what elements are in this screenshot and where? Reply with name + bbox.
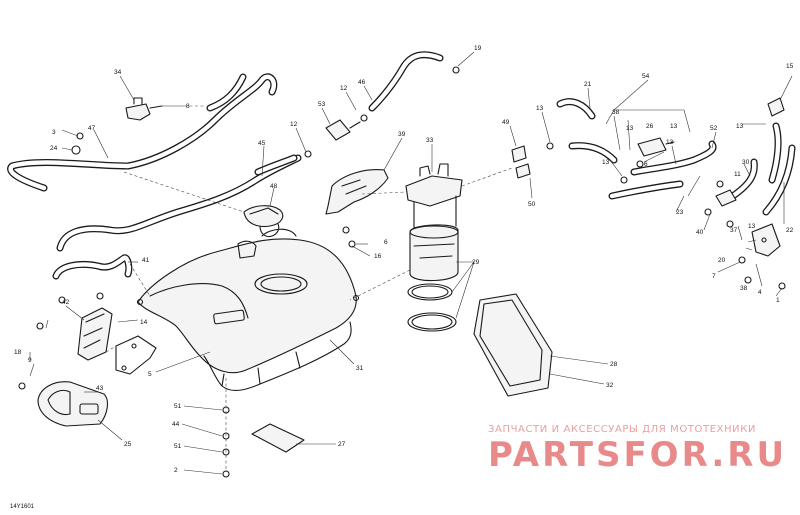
hose-23	[608, 180, 684, 200]
callout-9: 9	[28, 357, 32, 364]
callout-40: 40	[696, 229, 704, 236]
callout-13f: 13	[736, 123, 744, 130]
callout-19: 19	[474, 45, 482, 52]
callout-33: 33	[426, 137, 434, 144]
callout-2: 2	[174, 467, 178, 474]
bracket-20	[751, 223, 781, 257]
hose-30	[726, 158, 758, 202]
callout-37: 37	[730, 227, 738, 234]
callout-48: 48	[270, 183, 278, 190]
callout-13d: 13	[602, 159, 610, 166]
vent-valve	[125, 97, 163, 121]
module-bracket	[77, 307, 157, 375]
callout-23: 23	[676, 209, 684, 216]
callout-30: 30	[742, 159, 750, 166]
callout-29: 29	[472, 259, 480, 266]
callout-49: 49	[502, 119, 510, 126]
hose-15	[768, 122, 782, 184]
connector-11	[715, 189, 737, 207]
callout-5: 5	[148, 371, 152, 378]
callout-15: 15	[786, 63, 794, 70]
fitting-50	[515, 163, 531, 179]
callout-6a: 6	[384, 239, 388, 246]
callout-16: 16	[374, 253, 382, 260]
callout-31: 31	[356, 365, 364, 372]
hose-45	[254, 154, 298, 176]
sensor-15	[767, 97, 785, 117]
hose-46	[368, 51, 444, 112]
callout-42: 42	[62, 299, 70, 306]
callout-13b: 13	[626, 125, 634, 132]
callout-46: 46	[358, 79, 366, 86]
connector-53	[325, 119, 361, 141]
callout-4: 4	[758, 289, 762, 296]
cover-25	[37, 381, 109, 427]
watermark: ЗАПЧАСТИ И АКСЕССУАРЫ ДЛЯ МОТОТЕХНИКИ PA…	[488, 424, 787, 475]
callout-54: 54	[642, 73, 650, 80]
hose-41-lower	[52, 254, 133, 280]
callout-44: 44	[172, 421, 180, 428]
callout-26: 26	[646, 123, 654, 130]
callout-47: 47	[88, 125, 96, 132]
callout-14: 14	[140, 319, 148, 326]
callout-51b: 51	[174, 443, 182, 450]
fuel-filter-26	[637, 137, 675, 157]
seal-rings	[407, 283, 457, 332]
callout-numbers: 34 8 3 47 24 45 48 12 12 53 46 19 39 33 …	[14, 45, 794, 474]
watermark-caption: ЗАПЧАСТИ И АКСЕССУАРЫ ДЛЯ МОТОТЕХНИКИ	[488, 424, 756, 435]
callout-38b: 38	[740, 285, 748, 292]
callout-12b: 12	[340, 85, 348, 92]
callout-53: 53	[318, 101, 326, 108]
callout-18: 18	[14, 349, 22, 356]
fuel-tank	[136, 228, 360, 392]
callout-38a: 38	[612, 109, 620, 116]
filler-neck	[243, 205, 284, 238]
callout-20: 20	[718, 257, 726, 264]
watermark-logo: PARTSFOR.RU	[488, 435, 787, 475]
hose-22	[762, 144, 796, 216]
callout-39: 39	[398, 131, 406, 138]
callout-32: 32	[606, 382, 614, 389]
pad-27	[251, 423, 305, 453]
callout-1: 1	[776, 297, 780, 304]
hose-13-upper	[568, 142, 618, 164]
callout-22: 22	[786, 227, 794, 234]
leader-lines	[29, 51, 793, 475]
bracket-39	[325, 169, 389, 215]
callout-43: 43	[96, 385, 104, 392]
callout-13g: 13	[748, 223, 756, 230]
callout-50: 50	[528, 201, 536, 208]
callout-11: 11	[734, 171, 741, 178]
diagram-reference-code: 14Y1601	[10, 504, 35, 510]
callout-13c: 13	[670, 123, 678, 130]
callout-25: 25	[124, 441, 132, 448]
fuel-pump-module	[405, 163, 463, 282]
callout-51a: 51	[174, 403, 182, 410]
hose-21	[556, 98, 596, 120]
callout-6b: 6	[644, 161, 648, 168]
callout-13e: 13	[666, 139, 674, 146]
fitting-49	[511, 145, 527, 163]
heat-shield-pads	[473, 293, 553, 397]
callout-45: 45	[258, 140, 266, 147]
hose-52	[630, 140, 717, 176]
callout-27: 27	[338, 441, 346, 448]
callout-3: 3	[52, 129, 56, 136]
callout-52: 52	[710, 125, 718, 132]
hose-41	[56, 154, 302, 252]
callout-7: 7	[712, 273, 716, 280]
callout-41: 41	[142, 257, 150, 264]
callout-24: 24	[50, 145, 58, 152]
callout-28: 28	[610, 361, 618, 368]
callout-21: 21	[584, 81, 592, 88]
callout-12a: 12	[290, 121, 298, 128]
callout-8: 8	[186, 103, 190, 110]
hose-47	[7, 73, 278, 192]
callout-13a: 13	[536, 105, 544, 112]
hose-34-line	[206, 73, 247, 112]
callout-34: 34	[114, 69, 122, 76]
